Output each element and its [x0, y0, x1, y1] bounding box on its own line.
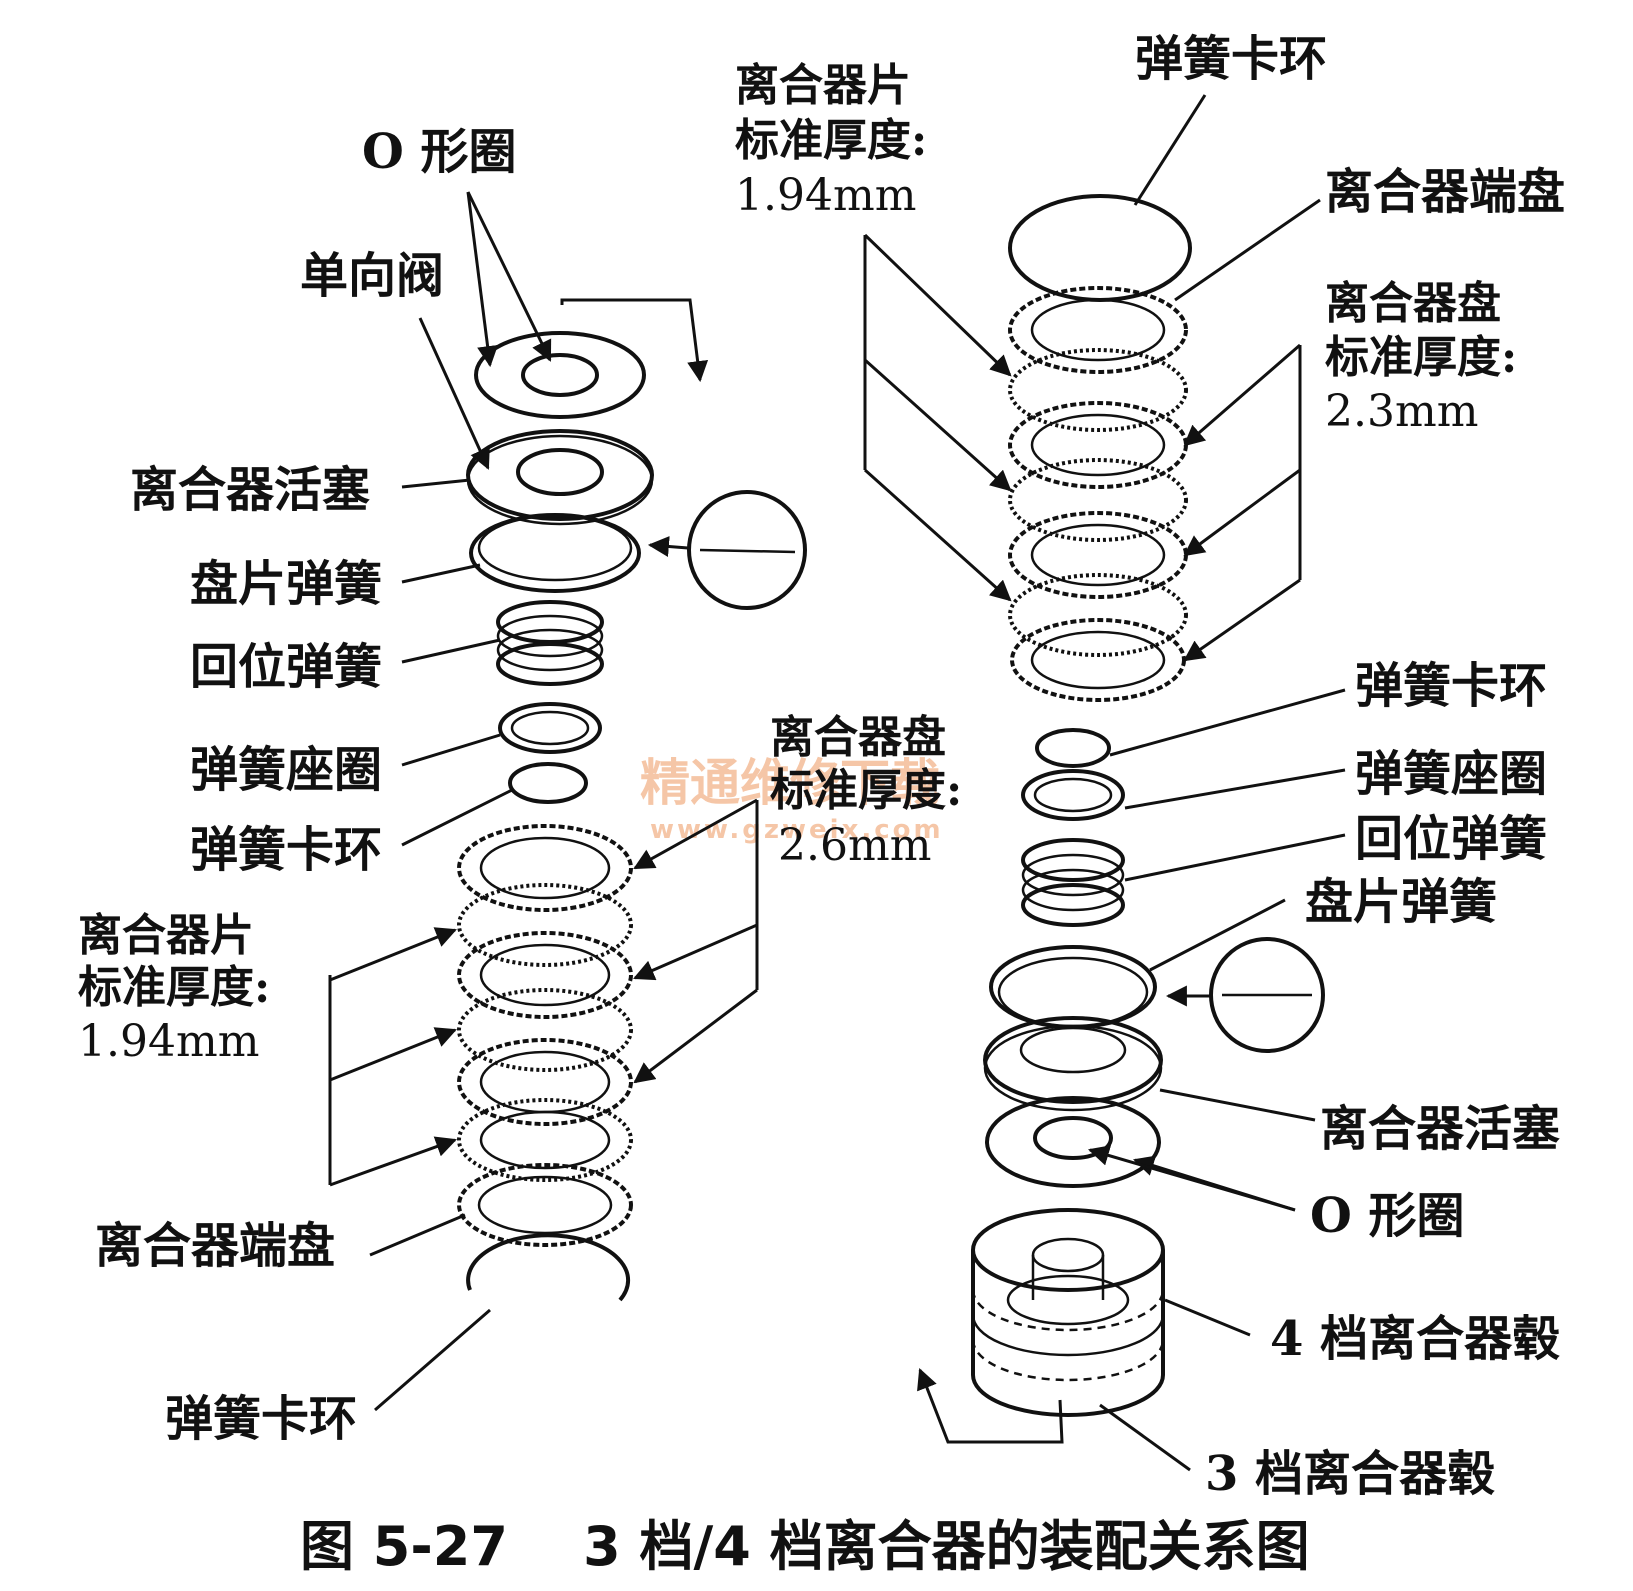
- right-clutch-plate-value: 1.94mm: [735, 170, 916, 221]
- left-return-spring-part: [496, 600, 604, 686]
- right-clutch-disc-thickness-label: 标准厚度:: [1325, 332, 1517, 383]
- right-clutch-plate-label: 离合器片: [735, 60, 911, 111]
- right-clutch-disc-value: 2.3mm: [1325, 386, 1478, 437]
- right-assembly-parts: [917, 194, 1325, 1444]
- right-snap-ring-top-label: 弹簧卡环: [1135, 31, 1327, 87]
- right-spring-seat-part: [1021, 769, 1125, 821]
- left-snap-ring-lower-part: [466, 1233, 631, 1302]
- left-clutch-pack: [457, 824, 633, 1182]
- left-clutch-disc-thickness-label: 标准厚度:: [770, 765, 962, 816]
- left-rotation-arrow: [560, 298, 709, 383]
- left-clutch-plate-thickness-label: 标准厚度:: [78, 962, 270, 1013]
- figure-caption: 图 5-27 3 档/4 档离合器的装配关系图: [300, 1515, 1310, 1578]
- right-snap-ring-top-part: [1008, 194, 1192, 302]
- left-labels: O 形圈 单向阀 离合器活塞 盘片弹簧 回位弹簧 弹簧座圈 弹簧卡环 离合器片 …: [78, 124, 962, 1447]
- left-disc-spring-label: 盘片弹簧: [190, 556, 382, 612]
- right-snap-ring-label: 弹簧卡环: [1355, 658, 1547, 714]
- right-clutch-disc-label: 离合器盘: [1325, 278, 1501, 329]
- left-spring-seat-part: [498, 702, 602, 754]
- right-snap-ring-part: [1035, 728, 1111, 768]
- left-clutch-disc-label: 离合器盘: [770, 712, 946, 763]
- right-spring-seat-label: 弹簧座圈: [1355, 746, 1547, 802]
- right-o-ring-part: [985, 1096, 1161, 1188]
- right-clutch-pack: [1008, 286, 1188, 702]
- left-end-plate-label: 离合器端盘: [95, 1218, 335, 1274]
- right-hub-4th-label: 4 档离合器毂: [1270, 1311, 1560, 1367]
- right-piston-part: [983, 1016, 1163, 1112]
- left-snap-ring-upper-part: [508, 762, 588, 804]
- right-end-plate-label: 离合器端盘: [1325, 164, 1565, 220]
- left-o-ring-part: [474, 331, 646, 419]
- right-hubs-part: [971, 1208, 1165, 1417]
- watermark-url: www.gzweix.com: [650, 815, 944, 845]
- left-disc-spring-part: [469, 513, 641, 593]
- left-return-spring-label: 回位弹簧: [190, 639, 382, 695]
- right-return-spring-label: 回位弹簧: [1355, 811, 1547, 867]
- left-snap-ring-upper-label: 弹簧卡环: [190, 822, 382, 878]
- left-check-valve-label: 单向阀: [300, 248, 444, 304]
- right-hub-3rd-label: 3 档离合器毂: [1205, 1446, 1495, 1502]
- right-clutch-piston-label: 离合器活塞: [1320, 1101, 1560, 1157]
- left-spring-seat-label: 弹簧座圈: [190, 742, 382, 798]
- left-o-ring-label: O 形圈: [362, 124, 517, 180]
- right-detail-circle: [1165, 937, 1325, 1053]
- watermark: 精通维修下载 www.gzweix.com: [640, 754, 944, 845]
- right-return-spring-part: [1021, 838, 1125, 927]
- left-clutch-plate-value: 1.94mm: [78, 1016, 259, 1067]
- left-piston-part: [466, 429, 654, 526]
- left-detail-circle: [647, 490, 807, 610]
- right-rotation-arrow: [917, 1368, 1064, 1444]
- right-clutch-plate-thickness-label: 标准厚度:: [735, 115, 927, 166]
- left-assembly-parts: [457, 298, 807, 1302]
- left-clutch-disc-value: 2.6mm: [778, 820, 931, 871]
- right-disc-spring-label: 盘片弹簧: [1305, 874, 1497, 930]
- watermark-text: 精通维修下载: [640, 754, 940, 812]
- left-clutch-plate-label: 离合器片: [78, 910, 254, 961]
- left-clutch-piston-label: 离合器活塞: [130, 462, 370, 518]
- right-labels: 离合器片 标准厚度: 1.94mm 弹簧卡环 离合器端盘 离合器盘 标准厚度: …: [735, 31, 1565, 1502]
- right-disc-spring-part: [989, 945, 1157, 1029]
- left-end-plate-part: [457, 1163, 633, 1247]
- right-o-ring-label: O 形圈: [1310, 1188, 1465, 1244]
- leader-lines: [328, 94, 1346, 1472]
- left-snap-ring-lower-label: 弹簧卡环: [165, 1391, 357, 1447]
